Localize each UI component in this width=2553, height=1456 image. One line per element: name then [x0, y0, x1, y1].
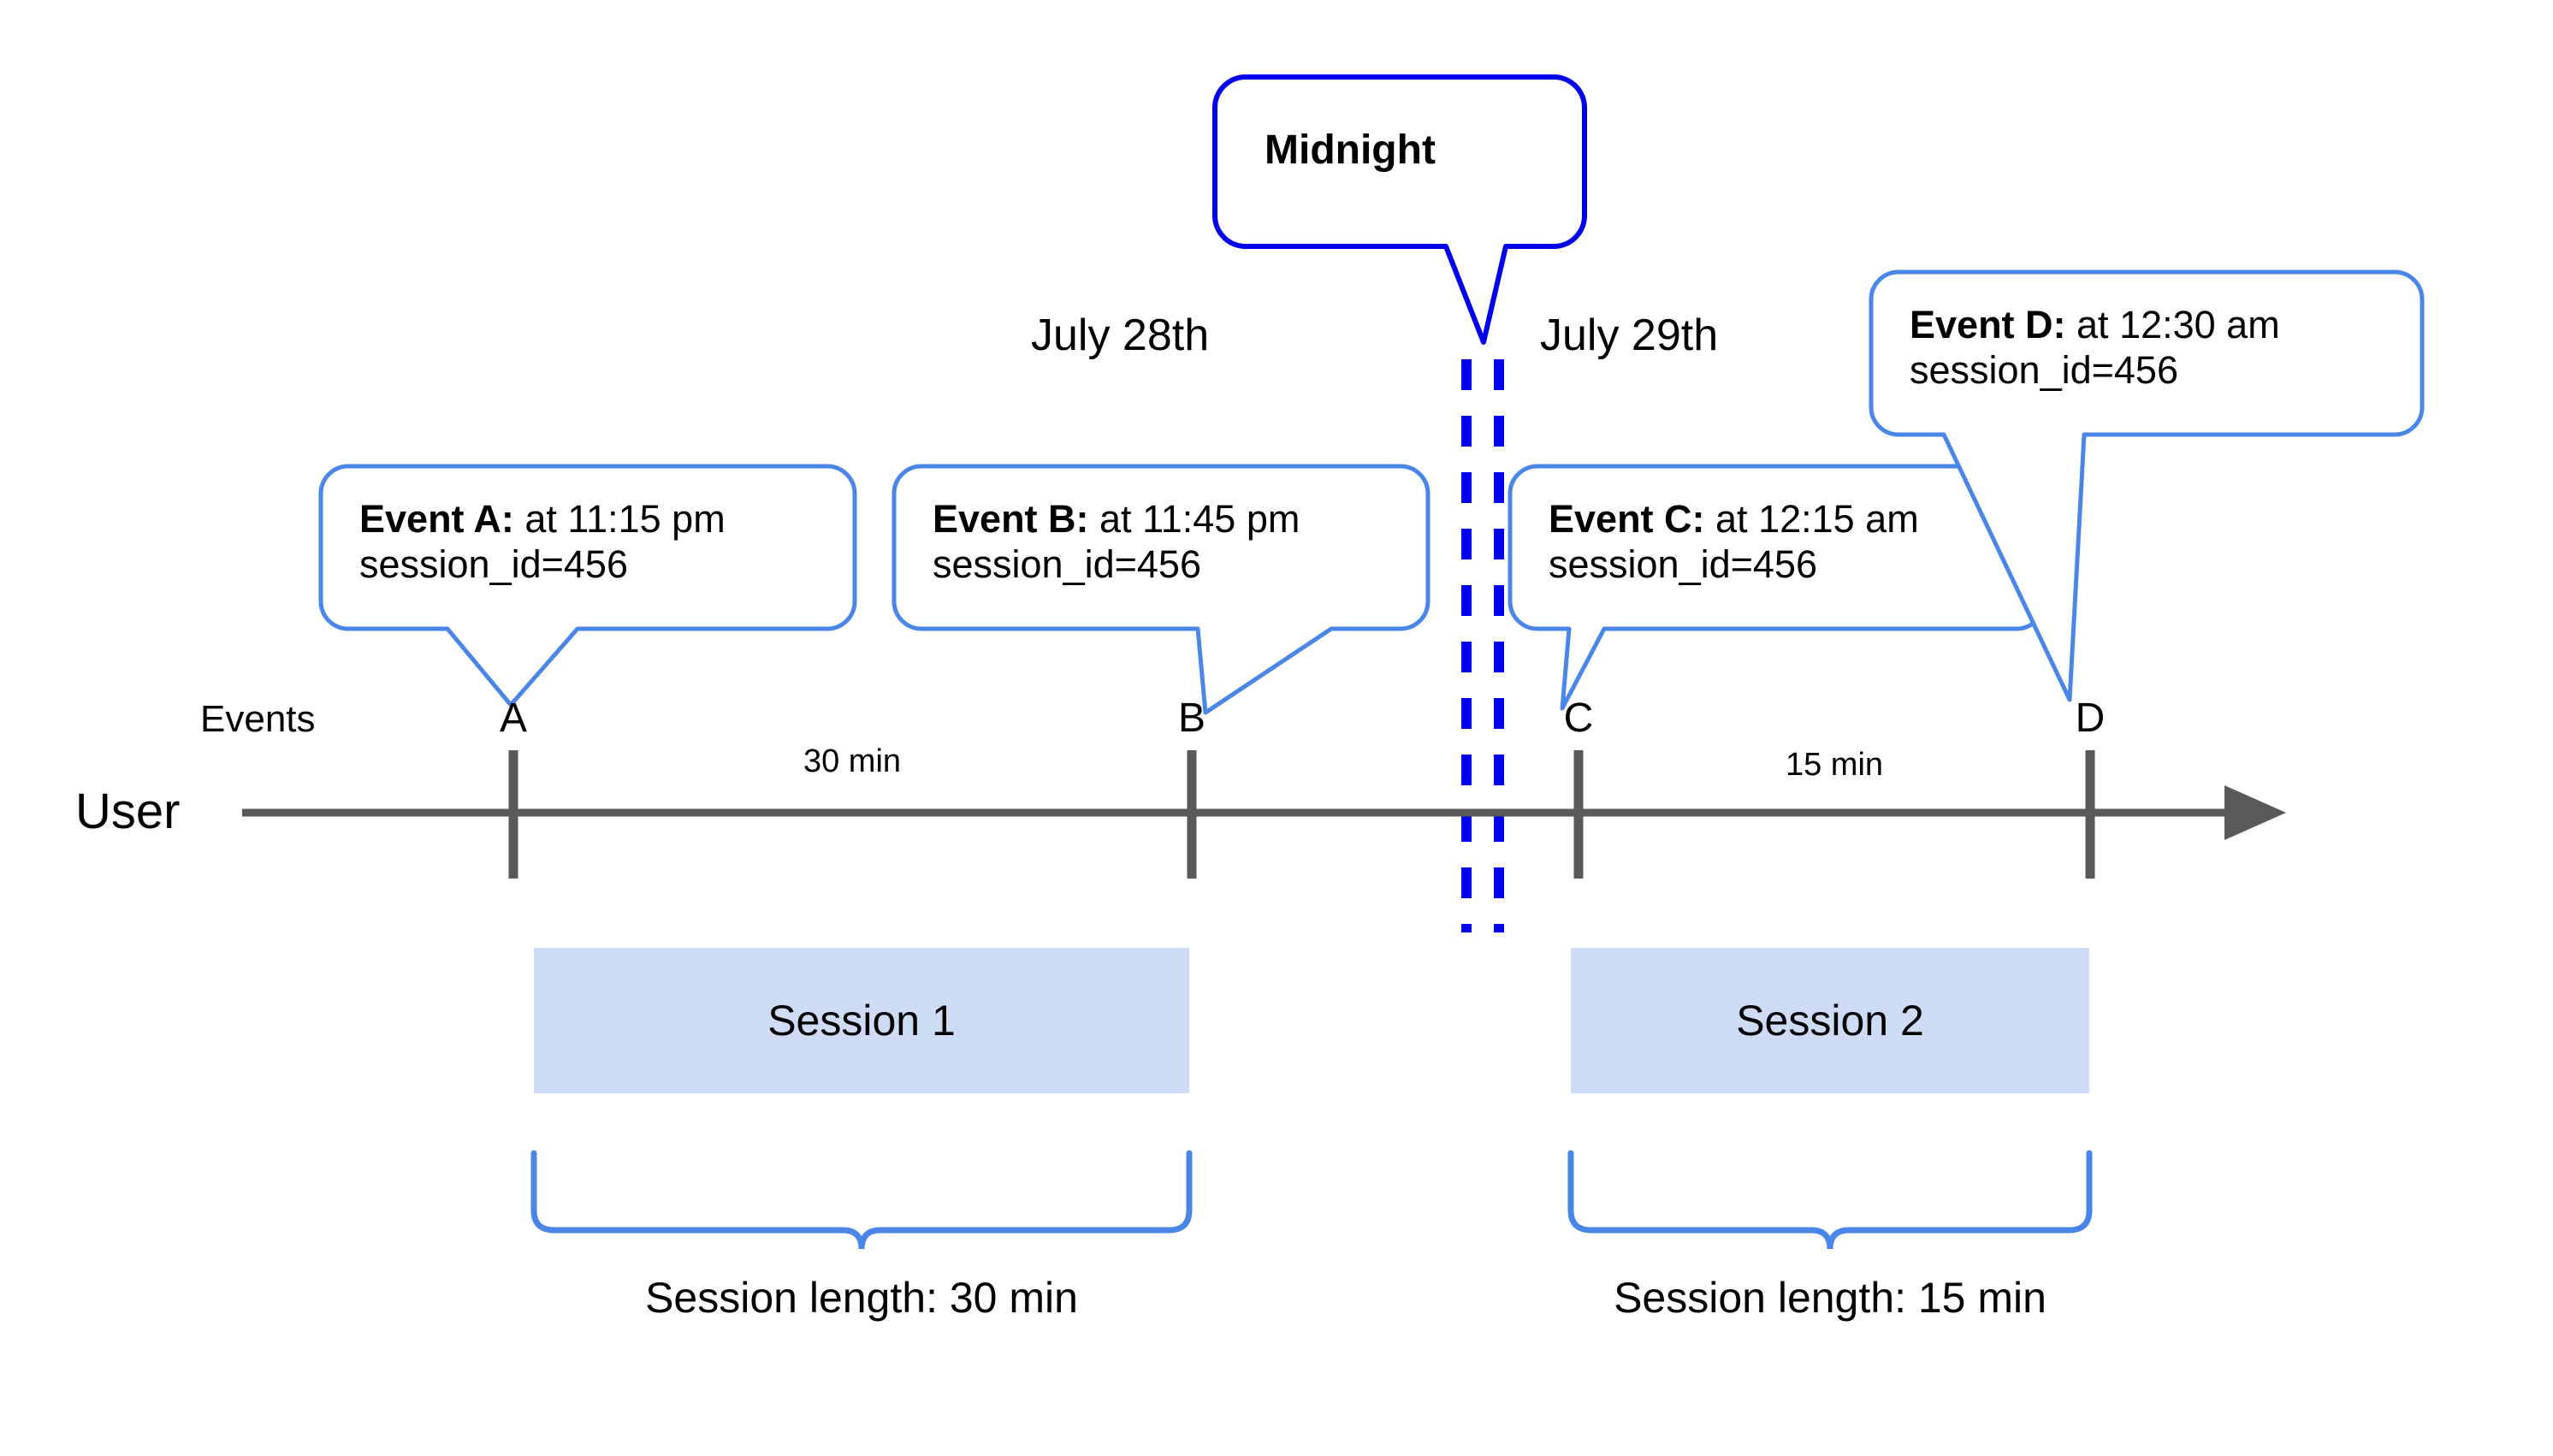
session-1-box[interactable]: Session 1 — [534, 948, 1189, 1093]
timeline-axis-arrowhead — [2224, 785, 2286, 840]
session-1-box-label: Session 1 — [767, 997, 956, 1045]
midnight-callout-shape — [1212, 74, 1587, 345]
event-a-callout-shape — [318, 464, 857, 707]
event-d-title: Event D: — [1910, 303, 2066, 346]
event-d-callout-shape — [1869, 269, 2425, 702]
session-2-length-label: Session length: 15 min — [1614, 1274, 2047, 1322]
event-a-title: Event A: — [359, 497, 514, 541]
event-d-callout-text: Event D: at 12:30 am session_id=456 — [1910, 302, 2280, 393]
session-2-box[interactable]: Session 2 — [1571, 948, 2089, 1093]
event-b-title: Event B: — [933, 497, 1089, 541]
tick-label-d: D — [2075, 695, 2106, 741]
event-c-time: at 12:15 am — [1704, 497, 1919, 541]
event-a-time: at 11:15 pm — [513, 497, 726, 541]
event-c-title: Event C: — [1549, 497, 1705, 541]
event-c-callout-text: Event C: at 12:15 am session_id=456 — [1549, 496, 1919, 587]
event-a-callout-text: Event A: at 11:15 pm session_id=456 — [359, 496, 726, 587]
event-d-session-id: session_id=456 — [1910, 348, 2178, 393]
date-label-july-29: July 29th — [1540, 311, 1719, 360]
event-b-callout-text: Event B: at 11:45 pm session_id=456 — [933, 496, 1300, 587]
session-1-length-label: Session length: 30 min — [645, 1274, 1078, 1322]
event-b-callout-shape — [891, 464, 1431, 715]
tick-label-a: A — [499, 695, 527, 741]
midnight-divider-lines — [1461, 359, 1504, 932]
date-label-july-28: July 28th — [1031, 311, 1210, 360]
duration-label-a-to-b: 30 min — [803, 743, 902, 779]
session-2-brace — [1567, 1150, 2093, 1250]
axis-row-label-events: Events — [200, 698, 316, 740]
event-c-session-id: session_id=456 — [1549, 542, 1817, 587]
duration-label-c-to-d: 15 min — [1785, 747, 1884, 783]
timeline-axis — [242, 750, 2286, 879]
session-2-box-label: Session 2 — [1736, 997, 1924, 1045]
session-1-brace — [530, 1150, 1193, 1250]
event-d-time: at 12:30 am — [2065, 303, 2280, 346]
event-b-session-id: session_id=456 — [933, 542, 1201, 587]
event-b-time: at 11:45 pm — [1088, 497, 1300, 541]
axis-row-label-user: User — [75, 784, 181, 839]
midnight-callout-label: Midnight — [1265, 127, 1436, 173]
tick-label-c: C — [1563, 695, 1594, 741]
event-a-session-id: session_id=456 — [359, 542, 628, 587]
tick-label-b: B — [1177, 695, 1205, 741]
